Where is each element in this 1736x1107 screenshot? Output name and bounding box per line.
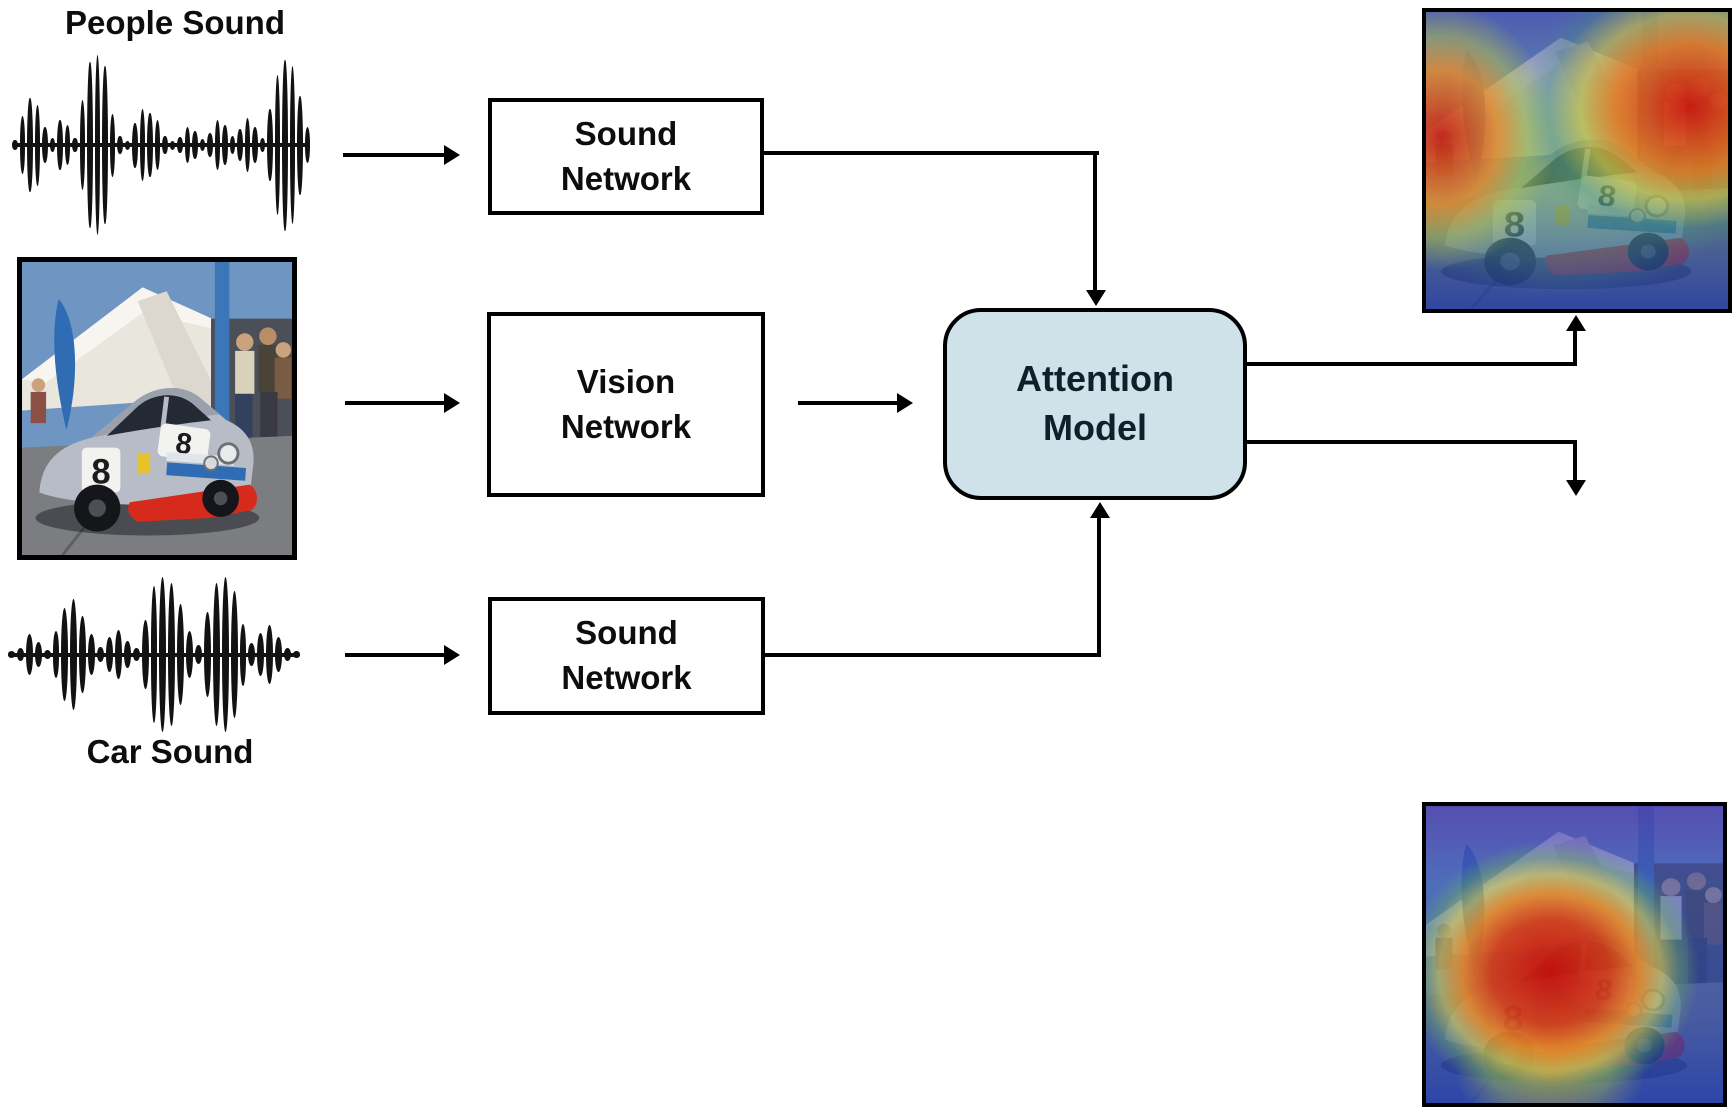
- people-attention-heatmap: [1422, 8, 1732, 313]
- sound-network-top-box: Sound Network: [488, 98, 764, 215]
- arrowhead-down-icon: [1566, 480, 1586, 496]
- car-sound-label: Car Sound: [86, 733, 254, 770]
- connector-attention-to-car-map-horizontal: [1245, 440, 1575, 444]
- car-sound-waveform: [8, 577, 300, 732]
- vision-network-box: Vision Network: [487, 312, 765, 497]
- arrowhead-up-icon: [1566, 315, 1586, 331]
- attention-model-box: Attention Model: [943, 308, 1247, 500]
- waveform-midline: [8, 652, 300, 657]
- connector-attention-to-car-map-vertical: [1573, 440, 1577, 482]
- arrow-people-sound-to-sound-network: [343, 153, 445, 157]
- arrowhead-right-icon: [444, 393, 460, 413]
- arrowhead-right-icon: [444, 645, 460, 665]
- video-frame-image: [17, 257, 297, 560]
- people-sound-waveform: [12, 55, 310, 235]
- people-sound-label: People Sound: [64, 4, 285, 41]
- arrowhead-down-icon: [1086, 290, 1106, 306]
- arrow-car-sound-to-sound-network: [345, 653, 445, 657]
- connector-top-sound-horizontal: [762, 151, 1099, 155]
- car-attention-heatmap: [1422, 802, 1727, 1107]
- connector-bottom-sound-vertical: [1097, 518, 1101, 657]
- car-scene-art: [22, 262, 292, 555]
- arrowhead-up-icon: [1090, 502, 1110, 518]
- arrowhead-right-icon: [897, 393, 913, 413]
- diagram-canvas: { "title": "Audio-visual attention model…: [8, 4, 1732, 1107]
- connector-attention-to-people-map-vertical: [1573, 330, 1577, 366]
- waveform-midline: [12, 143, 310, 147]
- people-heat-overlay: [1426, 12, 1728, 309]
- sound-network-bottom-box: Sound Network: [488, 597, 765, 715]
- connector-bottom-sound-horizontal: [765, 653, 1101, 657]
- connector-attention-to-people-map-horizontal: [1245, 362, 1575, 366]
- arrowhead-right-icon: [444, 145, 460, 165]
- arrow-frame-to-vision-network: [345, 401, 445, 405]
- connector-top-sound-vertical: [1093, 151, 1097, 292]
- car-heat-overlay: [1426, 806, 1723, 1103]
- arrow-vision-to-attention: [798, 401, 898, 405]
